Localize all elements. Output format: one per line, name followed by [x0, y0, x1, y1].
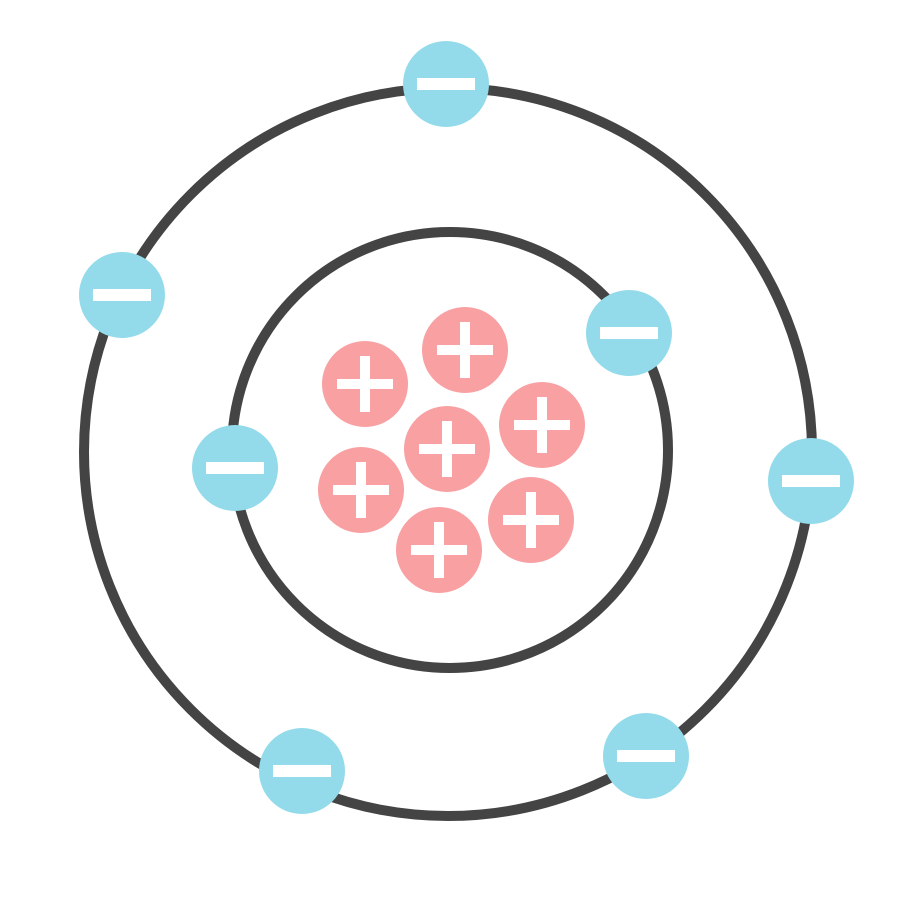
plus-icon: [437, 322, 493, 378]
proton: [499, 382, 585, 468]
nucleus: [318, 307, 585, 593]
electron: [603, 713, 689, 799]
plus-icon: [514, 397, 570, 453]
electron: [586, 290, 672, 376]
proton: [396, 507, 482, 593]
proton: [488, 477, 574, 563]
electron: [768, 438, 854, 524]
plus-icon: [337, 356, 393, 412]
electron: [259, 728, 345, 814]
minus-icon: [417, 78, 475, 90]
minus-icon: [93, 289, 151, 301]
plus-icon: [419, 421, 475, 477]
proton: [322, 341, 408, 427]
electron: [403, 41, 489, 127]
minus-icon: [600, 327, 658, 339]
plus-icon: [411, 522, 467, 578]
minus-icon: [782, 475, 840, 487]
plus-icon: [503, 492, 559, 548]
proton: [318, 447, 404, 533]
proton: [422, 307, 508, 393]
minus-icon: [617, 750, 675, 762]
plus-icon: [333, 462, 389, 518]
electrons: [79, 41, 854, 814]
electron: [79, 252, 165, 338]
electron: [192, 425, 278, 511]
proton: [404, 406, 490, 492]
minus-icon: [206, 462, 264, 474]
minus-icon: [273, 765, 331, 777]
